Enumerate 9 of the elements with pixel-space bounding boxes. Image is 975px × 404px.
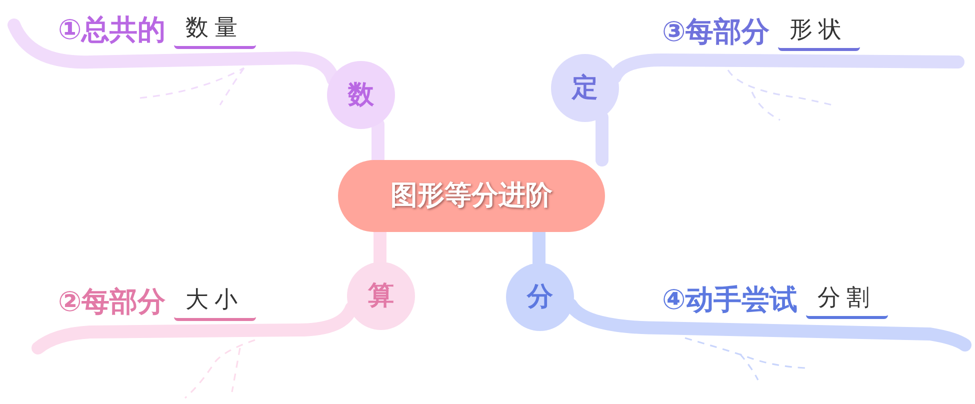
branch-heading: ③每部分 xyxy=(662,14,770,50)
branch-heading: ④动手尝试 xyxy=(662,282,798,318)
fill-in-answer: 分割 xyxy=(806,280,888,319)
fill-in-answer: 数量 xyxy=(174,10,256,49)
fill-in-answer: 形状 xyxy=(778,12,860,51)
branch-heading: ①总共的 xyxy=(58,12,166,48)
branch-heading: ②每部分 xyxy=(58,284,166,320)
fill-in-answer: 大小 xyxy=(174,282,256,321)
topic-pill: 图形等分进阶 xyxy=(338,160,605,232)
